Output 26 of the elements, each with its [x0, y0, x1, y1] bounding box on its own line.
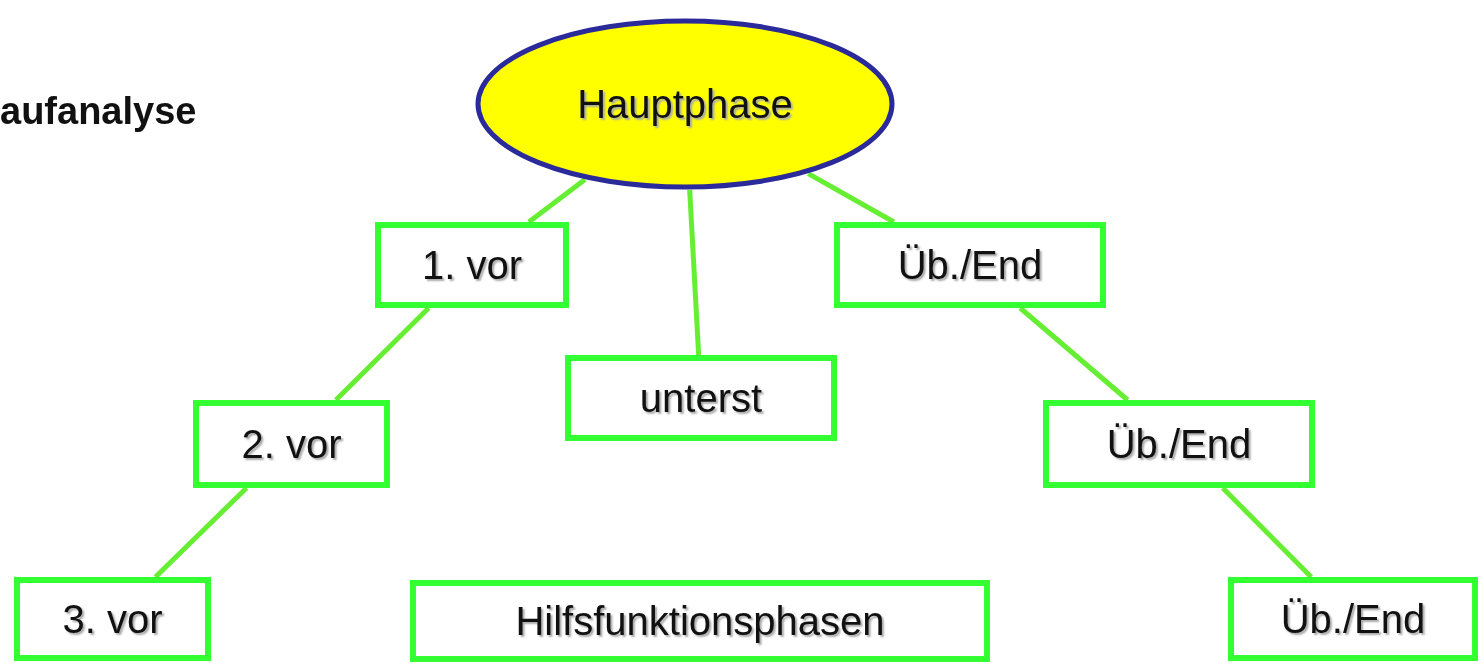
phase-ellipse — [475, 18, 895, 190]
connector-line — [687, 189, 702, 356]
node-label: 2. vor — [241, 421, 342, 467]
node-label: Üb./End — [1280, 596, 1426, 642]
phase-box — [193, 400, 390, 488]
connector-line — [334, 306, 431, 402]
node-label: 1. vor — [421, 242, 522, 288]
phase-box — [565, 355, 837, 441]
node-label: unterst — [639, 375, 763, 421]
connector-line — [807, 171, 896, 225]
node-label: 3. vor — [62, 596, 163, 642]
connector-line — [527, 177, 587, 224]
phase-box — [834, 222, 1106, 308]
phase-box — [1228, 577, 1478, 661]
connector-line — [153, 486, 249, 579]
connector-line — [1018, 306, 1130, 402]
title: aufanalyse — [0, 90, 197, 133]
connector-line — [1220, 486, 1313, 579]
phase-box — [1043, 400, 1315, 488]
node-label: Hilfsfunktionsphasen — [515, 598, 885, 644]
phase-box — [375, 222, 569, 308]
phase-box — [410, 580, 990, 662]
node-label: Üb./End — [897, 242, 1043, 288]
phase-box — [14, 577, 211, 661]
node-label: Üb./End — [1106, 421, 1252, 467]
node-label: Hauptphase — [577, 81, 793, 127]
